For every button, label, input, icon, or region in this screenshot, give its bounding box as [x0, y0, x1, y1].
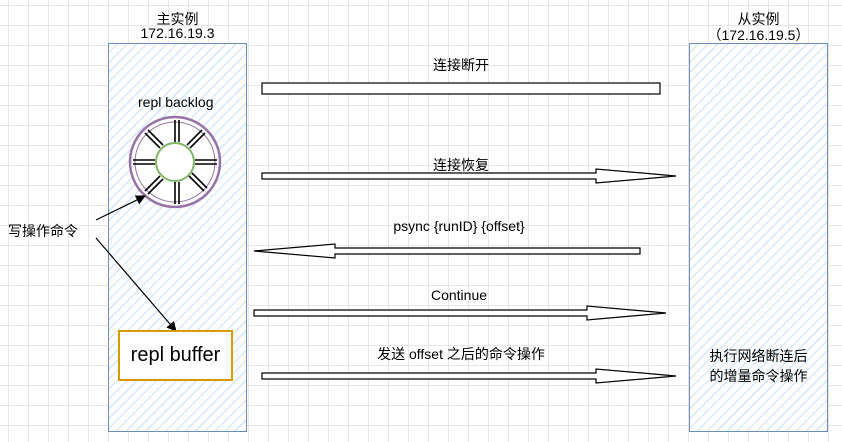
send-commands-arrow	[261, 368, 677, 384]
disconnect-bar	[261, 82, 661, 95]
send-commands-label: 发送 offset 之后的命令操作	[377, 346, 545, 362]
continue-label: Continue	[430, 287, 488, 303]
reconnect-label: 连接恢复	[433, 157, 489, 173]
slave-instance-box	[689, 43, 828, 432]
write-to-backlog-arrow	[95, 195, 146, 221]
reconnect-arrow	[261, 168, 677, 184]
repl-backlog-ring-icon	[128, 115, 222, 209]
slave-note-line2: 的增量命令操作	[709, 368, 808, 384]
slave-ip: （172.16.19.5）	[707, 27, 810, 43]
master-ip: 172.16.19.3	[140, 25, 215, 41]
write-to-buffer-arrow	[95, 237, 177, 332]
repl-buffer-box: repl buffer	[118, 330, 233, 381]
slave-title: 从实例	[737, 11, 780, 27]
repl-buffer-label: repl buffer	[130, 344, 221, 366]
disconnect-label: 连接断开	[433, 57, 489, 73]
psync-label: psync {runID} {offset}	[393, 218, 525, 234]
psync-arrow	[253, 243, 641, 259]
write-command-label: 写操作命令	[8, 223, 78, 239]
continue-arrow	[253, 305, 667, 321]
master-title: 主实例	[156, 11, 199, 27]
slave-note-line1: 执行网络断连后	[709, 348, 808, 364]
backlog-label: repl backlog	[138, 94, 214, 110]
